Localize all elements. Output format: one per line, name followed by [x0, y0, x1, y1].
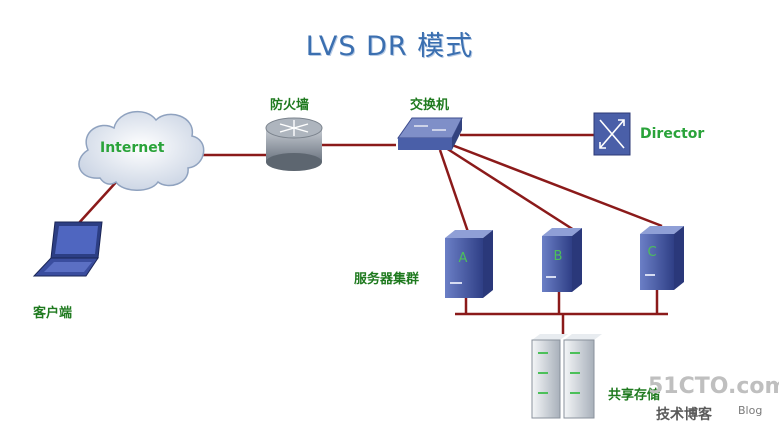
client-label: 客户端	[33, 306, 73, 321]
watermark-blog: Blog	[738, 404, 763, 417]
internet-label: Internet	[100, 140, 165, 156]
director-label: Director	[640, 126, 705, 142]
diagram-title: LVS DR 模式	[305, 31, 474, 62]
server-c-icon	[640, 226, 684, 290]
laptop-icon	[32, 221, 103, 277]
firewall-label: 防火墙	[270, 98, 310, 113]
link-switch-server-a	[438, 149, 470, 233]
link-switch-server-b	[445, 146, 575, 232]
internet-cloud-icon	[78, 110, 205, 191]
server-b-letter: B	[554, 249, 563, 264]
server-a-icon	[445, 230, 493, 298]
watermark-site: 51CTO.com	[648, 374, 779, 399]
watermark-sub: 技术博客	[656, 407, 712, 423]
link-internet-client	[77, 179, 119, 225]
network-links	[77, 133, 668, 334]
server-a-letter: A	[459, 251, 468, 266]
firewall-icon	[265, 117, 323, 171]
link-switch-server-c	[451, 143, 663, 228]
server-b-icon	[542, 228, 582, 292]
switch-icon	[397, 117, 463, 150]
switch-label: 交换机	[410, 98, 450, 113]
shared-storage-label: 共享存储	[608, 388, 661, 403]
director-icon	[593, 112, 631, 156]
server-cluster-label: 服务器集群	[354, 272, 420, 287]
server-c-letter: C	[647, 245, 656, 260]
shared-storage-icon	[531, 334, 602, 419]
